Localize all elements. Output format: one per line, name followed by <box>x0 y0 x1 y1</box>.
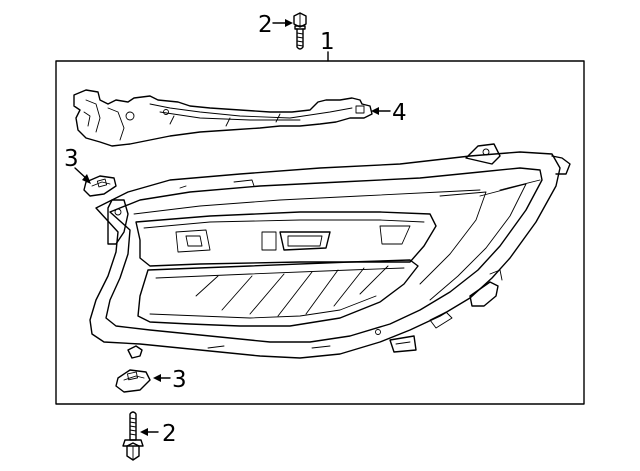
lower-clip <box>115 369 151 393</box>
callout-bracket: 4 <box>392 100 407 126</box>
callout-lower-clip: 3 <box>172 367 187 393</box>
assembly-frame <box>55 60 585 405</box>
upper-clip <box>83 175 117 197</box>
top-bolt <box>293 12 307 50</box>
callout-top-bolt: 2 <box>258 12 273 38</box>
headlamp-assembly <box>89 143 571 359</box>
bottom-bolt <box>122 411 144 461</box>
callout-bottom-bolt: 2 <box>162 421 177 447</box>
mounting-bracket <box>73 89 373 147</box>
callout-upper-clip: 3 <box>64 146 79 172</box>
callout-assembly: 1 <box>320 29 335 55</box>
